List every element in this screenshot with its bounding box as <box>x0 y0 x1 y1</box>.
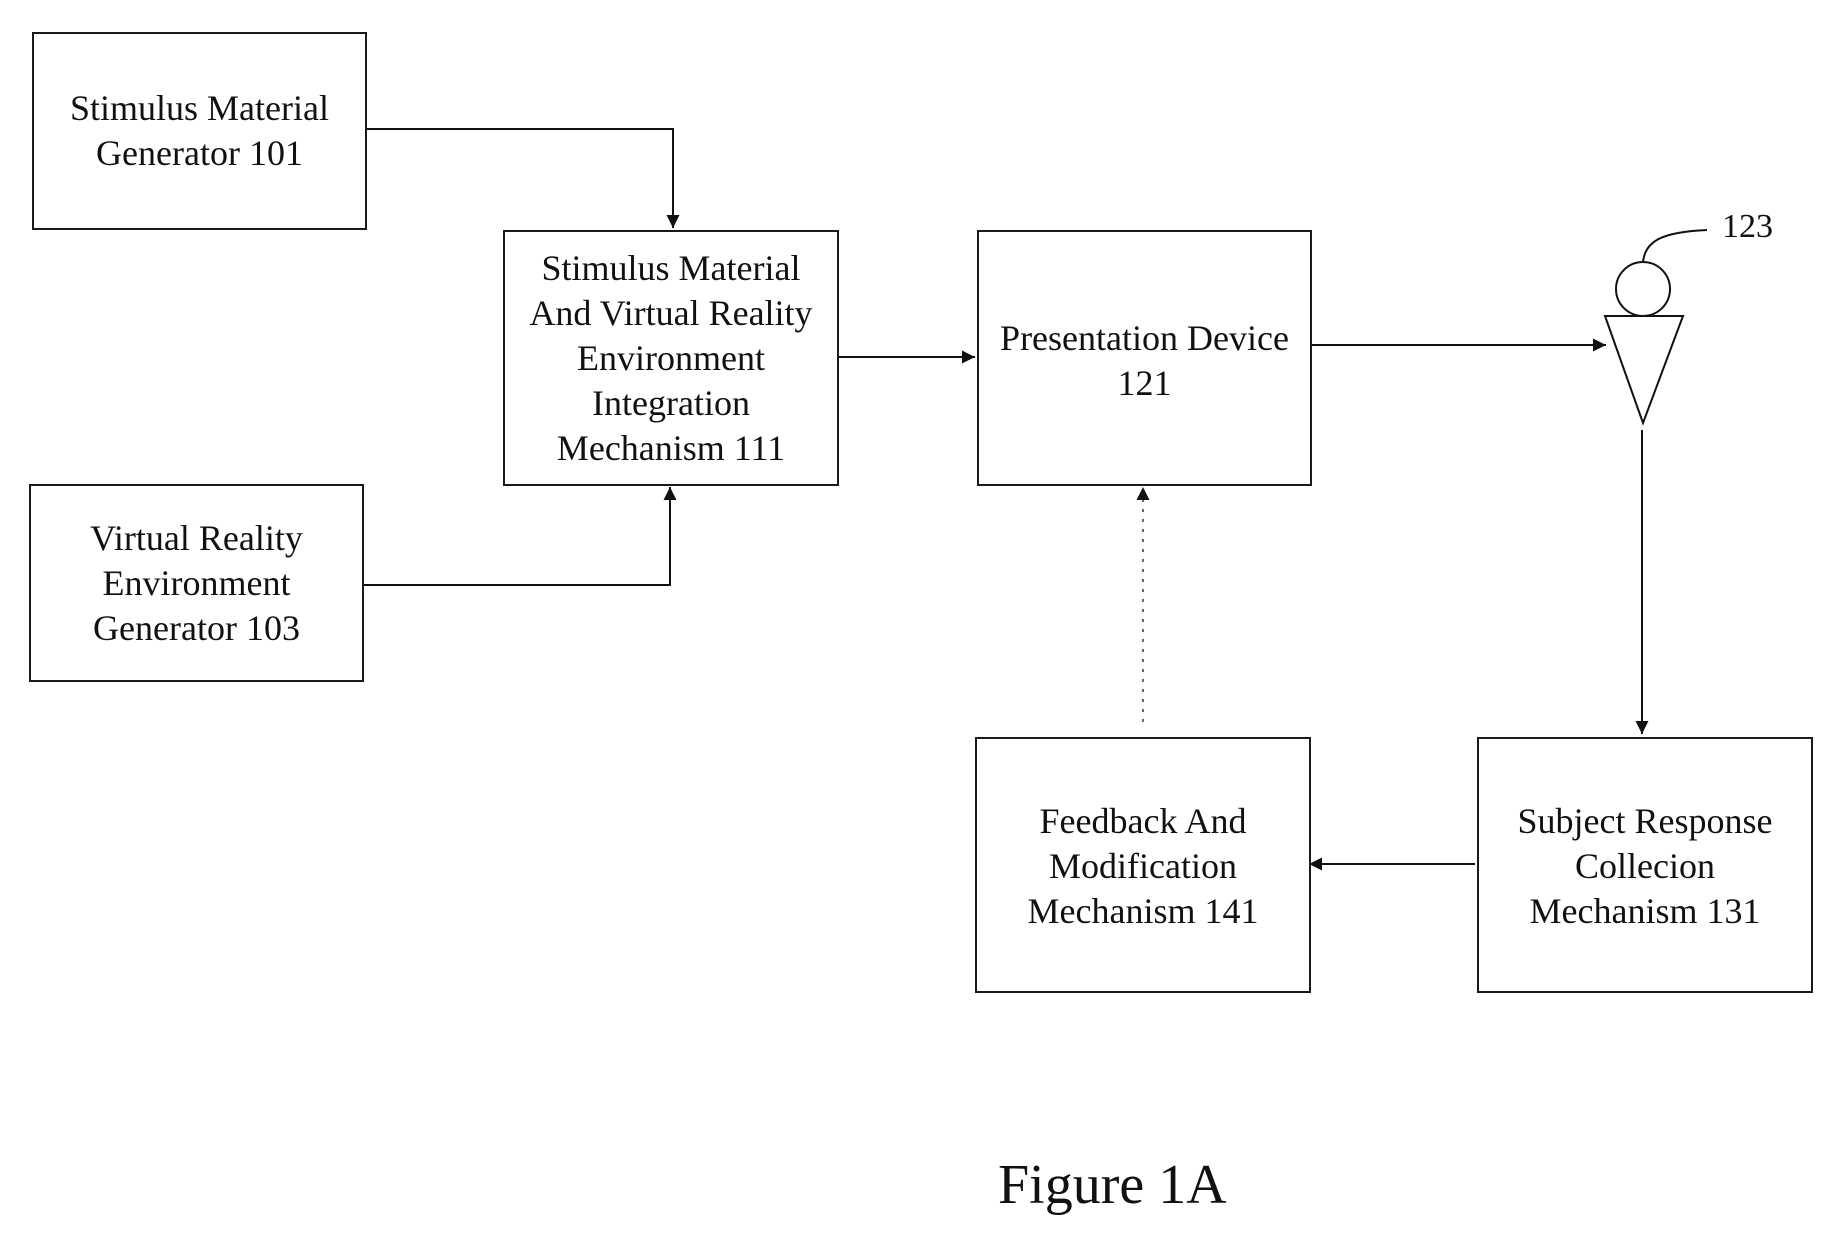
block-line: Modification <box>1049 844 1237 889</box>
subject-reference-label: 123 <box>1722 208 1773 246</box>
block-line: Presentation Device <box>1000 316 1289 361</box>
subject-head <box>1616 262 1670 316</box>
block-line: Generator 101 <box>96 131 303 176</box>
integration-mechanism-label: Stimulus Material And Virtual Reality En… <box>529 246 812 471</box>
presentation-device-label: Presentation Device 121 <box>1000 316 1289 406</box>
feedback-modification-block: Feedback And Modification Mechanism 141 <box>975 737 1311 993</box>
block-line: Mechanism 131 <box>1530 889 1761 934</box>
block-line: Feedback And <box>1040 799 1247 844</box>
subject-leader-line <box>1643 230 1707 262</box>
block-line: And Virtual Reality <box>529 291 812 336</box>
block-line: Environment <box>103 561 291 606</box>
subject-response-collection-block: Subject Response Collecion Mechanism 131 <box>1477 737 1813 993</box>
subject-response-collection-label: Subject Response Collecion Mechanism 131 <box>1518 799 1773 934</box>
stimulus-material-generator-label: Stimulus Material Generator 101 <box>70 86 329 176</box>
block-line: Stimulus Material <box>70 86 329 131</box>
stimulus-material-generator-block: Stimulus Material Generator 101 <box>32 32 367 230</box>
arrow-vr-to-integration <box>364 487 670 585</box>
block-line: Collecion <box>1575 844 1715 889</box>
block-line: 121 <box>1118 361 1172 406</box>
subject-body <box>1605 316 1683 423</box>
vr-environment-generator-block: Virtual Reality Environment Generator 10… <box>29 484 364 682</box>
block-line: Environment <box>577 336 765 381</box>
figure-caption: Figure 1A <box>998 1153 1227 1217</box>
block-line: Generator 103 <box>93 606 300 651</box>
block-line: Integration <box>592 381 750 426</box>
person-icon <box>1605 230 1707 423</box>
block-line: Stimulus Material <box>542 246 801 291</box>
block-line: Mechanism 111 <box>557 426 785 471</box>
block-line: Subject Response <box>1518 799 1773 844</box>
arrow-stimulus-to-integration <box>367 129 673 228</box>
vr-environment-generator-label: Virtual Reality Environment Generator 10… <box>90 516 303 651</box>
block-line: Virtual Reality <box>90 516 303 561</box>
presentation-device-block: Presentation Device 121 <box>977 230 1312 486</box>
block-line: Mechanism 141 <box>1028 889 1259 934</box>
integration-mechanism-block: Stimulus Material And Virtual Reality En… <box>503 230 839 486</box>
feedback-modification-label: Feedback And Modification Mechanism 141 <box>1028 799 1259 934</box>
